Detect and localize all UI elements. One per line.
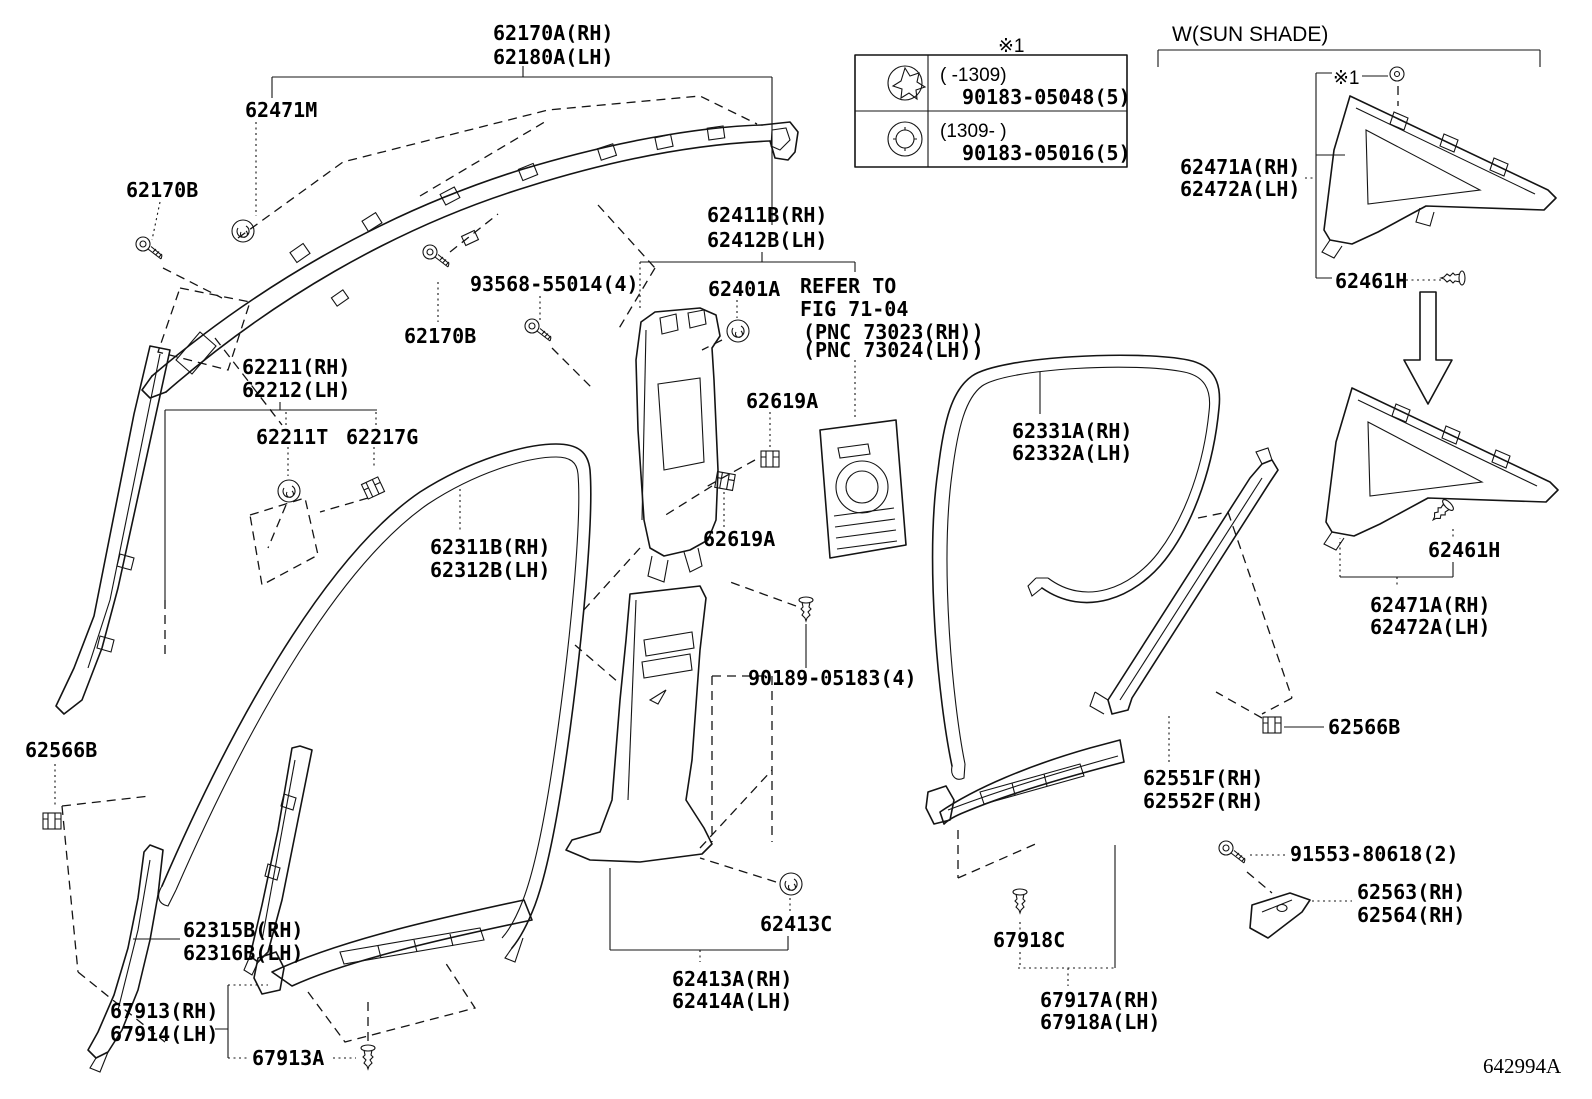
label-62211t: 62211T (256, 425, 328, 449)
grommet-62461h-lower-icon (1427, 497, 1456, 526)
screw-62170b-2-icon (422, 244, 450, 268)
label-62411b: 62411B(RH) (707, 203, 827, 227)
label-62471m: 62471M (245, 98, 317, 122)
label-62413a: 62413A(RH) (672, 967, 792, 991)
grommet-62471m-icon (231, 219, 255, 243)
note-marker-table: ※1 (998, 36, 1025, 57)
pushpin-90189-icon (798, 596, 814, 622)
door-trim-refer-panel-drawing (819, 419, 907, 559)
label-62217g: 62217G (346, 425, 418, 449)
ring-grommet-icon (887, 121, 923, 157)
grommet-62461h-upper-icon (1440, 270, 1466, 286)
label-62564: 62564(RH) (1357, 903, 1465, 927)
center-pillar-garnish-lower-drawing (565, 581, 797, 883)
screw-93568-icon (524, 318, 552, 342)
table-row2-part-number: 90183-05016(5) (962, 141, 1131, 165)
label-62312b: 62312B(LH) (430, 558, 550, 582)
label-62311b: 62311B(RH) (430, 535, 550, 559)
pushpin-67913a-icon (360, 1044, 376, 1070)
label-62619a-1: 62619A (746, 389, 818, 413)
label-62566b-left: 62566B (25, 738, 97, 762)
label-62332a: 62332A(LH) (1012, 441, 1132, 465)
front-door-opening-trim-drawing (158, 443, 592, 963)
label-67917a: 67917A(RH) (1040, 988, 1160, 1012)
table-row1-part-number: 90183-05048(5) (962, 85, 1131, 109)
figure-code: 642994A (1483, 1054, 1562, 1078)
label-67914: 67914(LH) (110, 1022, 218, 1046)
label-62316b: 62316B(LH) (183, 941, 303, 965)
label-62471a-lower: 62471A(RH) (1370, 593, 1490, 617)
clip-62566b-left-icon (42, 812, 62, 830)
front-pillar-garnish-drawing (55, 345, 369, 715)
label-refer-3: (PNC 73023(RH)) (803, 320, 984, 344)
leader-lines (54, 49, 1541, 1059)
cowl-trim-bracket-drawing (61, 795, 166, 1073)
label-91553: 91553-80618(2) (1290, 842, 1459, 866)
table-row2-date-range: (1309- ) (940, 121, 1007, 142)
rear-door-opening-trim-drawing (931, 354, 1221, 780)
label-refer-1: REFER TO (800, 274, 896, 298)
label-67918a: 67918A(LH) (1040, 1010, 1160, 1034)
pushpin-67918c-icon (1012, 888, 1028, 914)
label-62315b: 62315B(RH) (183, 918, 303, 942)
label-62170b-1: 62170B (126, 178, 198, 202)
downward-arrow (1403, 291, 1453, 405)
label-62414a: 62414A(LH) (672, 989, 792, 1013)
label-62619a-2: 62619A (703, 527, 775, 551)
label-62412b: 62412B(LH) (707, 228, 827, 252)
label-62461h-upper: 62461H (1335, 269, 1407, 293)
label-62331a: 62331A(RH) (1012, 419, 1132, 443)
front-door-scuff-plate-drawing (253, 899, 533, 1044)
label-62401a: 62401A (708, 277, 780, 301)
label-62170b-2: 62170B (404, 324, 476, 348)
door-sill-hook-bracket-drawing (1246, 871, 1311, 939)
label-62472a-lower: 62472A(LH) (1370, 615, 1490, 639)
label-sun-shade: W(SUN SHADE) (1172, 23, 1328, 46)
rear-door-scuff-plate-drawing (925, 739, 1125, 879)
quarter-trim-triangle-upper-drawing (1321, 86, 1557, 259)
label-62170a: 62170A(RH) (493, 21, 613, 45)
label-67913: 67913(RH) (110, 999, 218, 1023)
label-67918c: 67918C (993, 928, 1065, 952)
label-62551f: 62551F(RH) (1143, 766, 1263, 790)
label-62472a-upper: 62472A(LH) (1180, 177, 1300, 201)
table-row1-date-range: ( -1309) (940, 65, 1007, 86)
center-pillar-garnish-upper-drawing (581, 307, 756, 613)
label-62413c: 62413C (760, 912, 832, 936)
screw-62170b-1-icon (135, 236, 163, 260)
rear-pillar-garnish-drawing (1089, 447, 1293, 719)
star-washer-grommet-icon (887, 65, 927, 101)
label-refer-4: (PNC 73024(LH)) (803, 338, 984, 362)
label-62211: 62211(RH) (242, 355, 350, 379)
part-labels: 62170A(RH) 62180A(LH) 62471M 62170B 6217… (25, 21, 1562, 1078)
label-62552f: 62552F(RH) (1143, 789, 1263, 813)
label-62212: 62212(LH) (242, 378, 350, 402)
screw-91553-icon (1218, 840, 1246, 864)
label-62471a-upper: 62471A(RH) (1180, 155, 1300, 179)
roof-side-rail-curtain-airbag-drawing (141, 95, 799, 426)
label-62563: 62563(RH) (1357, 880, 1465, 904)
grommet-62211t-icon (277, 479, 301, 503)
label-62566b-right: 62566B (1328, 715, 1400, 739)
label-62180a: 62180A(LH) (493, 45, 613, 69)
clip-62619a-1-icon (760, 450, 780, 468)
label-refer-2: FIG 71-04 (800, 297, 908, 321)
label-90189: 90189-05183(4) (748, 666, 917, 690)
label-67913a: 67913A (252, 1046, 324, 1070)
hardware-substitution-table: ( -1309) 90183-05048(5) (1309- ) 90183-0… (854, 54, 1131, 168)
clip-62566b-right-icon (1262, 716, 1282, 734)
note-marker-quarter: ※1 (1333, 68, 1360, 89)
quarter-trim-triangle-lower-drawing (1323, 387, 1559, 551)
grommet-62413c-icon (779, 872, 803, 896)
label-93568: 93568-55014(4) (470, 272, 639, 296)
clip-62217g-icon (360, 476, 386, 500)
label-62461h-lower: 62461H (1428, 538, 1500, 562)
screw-sunshade-note-icon (1389, 66, 1405, 82)
grommet-62401a-icon (726, 319, 750, 343)
